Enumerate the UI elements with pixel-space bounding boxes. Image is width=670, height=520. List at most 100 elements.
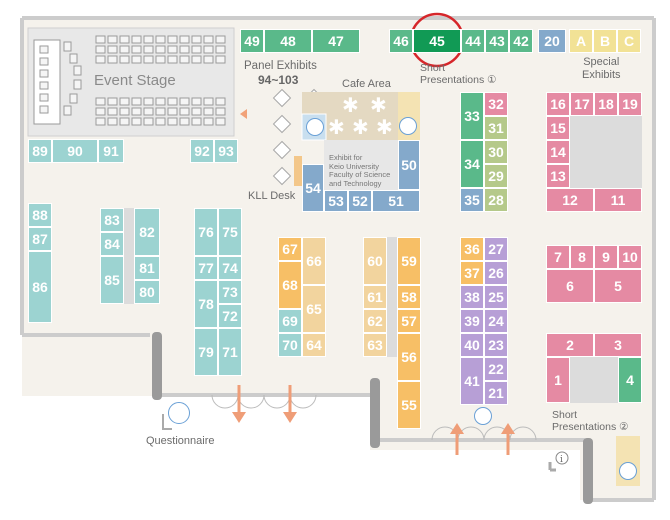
- booth-75[interactable]: 75: [218, 208, 242, 256]
- booth-48[interactable]: 48: [264, 29, 312, 53]
- booth-51[interactable]: 51: [372, 190, 420, 212]
- booth-47[interactable]: 47: [312, 29, 360, 53]
- booth-A[interactable]: A: [569, 29, 593, 53]
- booth-12[interactable]: 12: [546, 188, 594, 212]
- booth-26[interactable]: 26: [484, 261, 508, 285]
- booth-30[interactable]: 30: [484, 140, 508, 164]
- booth-49[interactable]: 49: [240, 29, 264, 53]
- booth-36[interactable]: 36: [460, 237, 484, 261]
- booth-9[interactable]: 9: [594, 245, 618, 269]
- booth-85[interactable]: 85: [100, 256, 124, 304]
- booth-53[interactable]: 53: [324, 190, 348, 212]
- booth-44[interactable]: 44: [461, 29, 485, 53]
- booth-88[interactable]: 88: [28, 203, 52, 227]
- booth-76[interactable]: 76: [194, 208, 218, 256]
- booth-35[interactable]: 35: [460, 188, 484, 212]
- questionnaire-label[interactable]: Questionnaire: [146, 435, 215, 447]
- booth-73[interactable]: 73: [218, 280, 242, 304]
- booth-7[interactable]: 7: [546, 245, 570, 269]
- booth-72[interactable]: 72: [218, 304, 242, 328]
- booth-74[interactable]: 74: [218, 256, 242, 280]
- booth-15[interactable]: 15: [546, 116, 570, 140]
- booth-33[interactable]: 33: [460, 92, 484, 140]
- booth-19[interactable]: 19: [618, 92, 642, 116]
- booth-54[interactable]: 54: [302, 164, 324, 212]
- booth-13[interactable]: 13: [546, 164, 570, 188]
- booth-62[interactable]: 62: [363, 309, 387, 333]
- booth-84[interactable]: 84: [100, 232, 124, 256]
- booth-80[interactable]: 80: [134, 280, 160, 304]
- booth-18[interactable]: 18: [594, 92, 618, 116]
- booth-70[interactable]: 70: [278, 333, 302, 357]
- booth-86[interactable]: 86: [28, 251, 52, 323]
- booth-20[interactable]: 20: [538, 29, 566, 53]
- booth-23[interactable]: 23: [484, 333, 508, 357]
- booth-2[interactable]: 2: [546, 333, 594, 357]
- booth-61[interactable]: 61: [363, 285, 387, 309]
- booth-8[interactable]: 8: [570, 245, 594, 269]
- booth-79[interactable]: 79: [194, 328, 218, 376]
- booth-3[interactable]: 3: [594, 333, 642, 357]
- booth-29[interactable]: 29: [484, 164, 508, 188]
- booth-37[interactable]: 37: [460, 261, 484, 285]
- booth-31[interactable]: 31: [484, 116, 508, 140]
- booth-91[interactable]: 91: [98, 139, 124, 163]
- booth-87[interactable]: 87: [28, 227, 52, 251]
- booth-66[interactable]: 66: [302, 237, 326, 285]
- booth-17[interactable]: 17: [570, 92, 594, 116]
- booth-64[interactable]: 64: [302, 333, 326, 357]
- booth-34[interactable]: 34: [460, 140, 484, 188]
- booth-83[interactable]: 83: [100, 208, 124, 232]
- booth-82[interactable]: 82: [134, 208, 160, 256]
- booth-1[interactable]: 1: [546, 357, 570, 403]
- booth-67[interactable]: 67: [278, 237, 302, 261]
- booth-60[interactable]: 60: [363, 237, 387, 285]
- booth-24[interactable]: 24: [484, 309, 508, 333]
- booth-16[interactable]: 16: [546, 92, 570, 116]
- booth-45[interactable]: 45: [413, 29, 461, 53]
- booth-77[interactable]: 77: [194, 256, 218, 280]
- booth-28[interactable]: 28: [484, 188, 508, 212]
- booth-11[interactable]: 11: [594, 188, 642, 212]
- booth-40[interactable]: 40: [460, 333, 484, 357]
- svg-text:✱: ✱: [328, 115, 345, 139]
- booth-41[interactable]: 41: [460, 357, 484, 405]
- booth-42[interactable]: 42: [509, 29, 533, 53]
- booth-43[interactable]: 43: [485, 29, 509, 53]
- booth-5[interactable]: 5: [594, 269, 642, 303]
- booth-90[interactable]: 90: [52, 139, 98, 163]
- booth-10[interactable]: 10: [618, 245, 642, 269]
- booth-52[interactable]: 52: [348, 190, 372, 212]
- booth-25[interactable]: 25: [484, 285, 508, 309]
- questionnaire-stand: [162, 414, 172, 430]
- booth-38[interactable]: 38: [460, 285, 484, 309]
- booth-21[interactable]: 21: [484, 381, 508, 405]
- booth-78[interactable]: 78: [194, 280, 218, 328]
- booth-65[interactable]: 65: [302, 285, 326, 333]
- clipboard-icon[interactable]: [168, 402, 190, 424]
- booth-59[interactable]: 59: [397, 237, 421, 285]
- booth-6[interactable]: 6: [546, 269, 594, 303]
- booth-55[interactable]: 55: [397, 381, 421, 429]
- booth-81[interactable]: 81: [134, 256, 160, 280]
- booth-69[interactable]: 69: [278, 309, 302, 333]
- booth-58[interactable]: 58: [397, 285, 421, 309]
- booth-92[interactable]: 92: [190, 139, 214, 163]
- booth-46[interactable]: 46: [389, 29, 413, 53]
- booth-50[interactable]: 50: [398, 140, 420, 190]
- booth-B[interactable]: B: [593, 29, 617, 53]
- booth-39[interactable]: 39: [460, 309, 484, 333]
- booth-56[interactable]: 56: [397, 333, 421, 381]
- booth-4[interactable]: 4: [618, 357, 642, 403]
- booth-22[interactable]: 22: [484, 357, 508, 381]
- booth-71[interactable]: 71: [218, 328, 242, 376]
- booth-93[interactable]: 93: [214, 139, 238, 163]
- booth-C[interactable]: C: [617, 29, 641, 53]
- booth-27[interactable]: 27: [484, 237, 508, 261]
- booth-14[interactable]: 14: [546, 140, 570, 164]
- booth-32[interactable]: 32: [484, 92, 508, 116]
- booth-89[interactable]: 89: [28, 139, 52, 163]
- booth-63[interactable]: 63: [363, 333, 387, 357]
- booth-57[interactable]: 57: [397, 309, 421, 333]
- booth-68[interactable]: 68: [278, 261, 302, 309]
